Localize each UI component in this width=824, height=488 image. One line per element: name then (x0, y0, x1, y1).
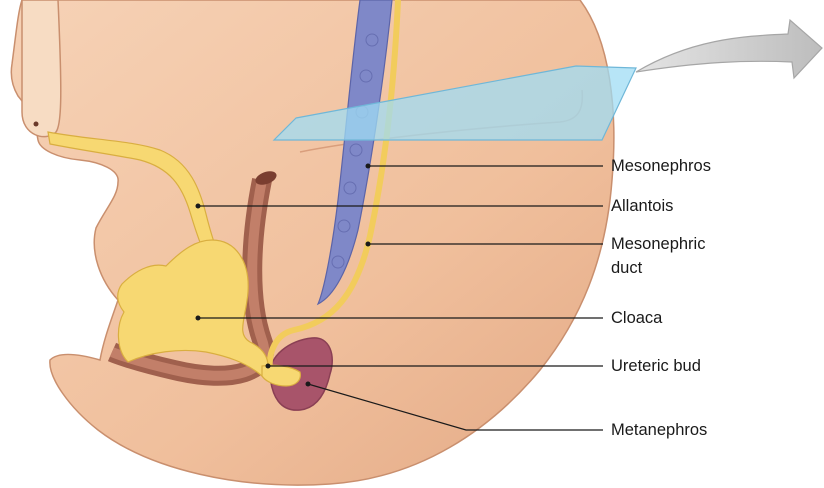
section-arrow-icon (636, 20, 822, 78)
label-mesonephros: Mesonephros (611, 155, 711, 177)
label-mesonephric-duct-line2: duct (611, 257, 642, 279)
stalk-dot (34, 122, 39, 127)
label-cloaca: Cloaca (611, 307, 662, 329)
label-allantois: Allantois (611, 195, 673, 217)
label-metanephros: Metanephros (611, 419, 707, 441)
umbilical-stalk (22, 0, 61, 137)
embryo-body (11, 0, 614, 485)
label-ureteric-bud: Ureteric bud (611, 355, 701, 377)
label-mesonephric-duct-line1: Mesonephric (611, 233, 705, 255)
